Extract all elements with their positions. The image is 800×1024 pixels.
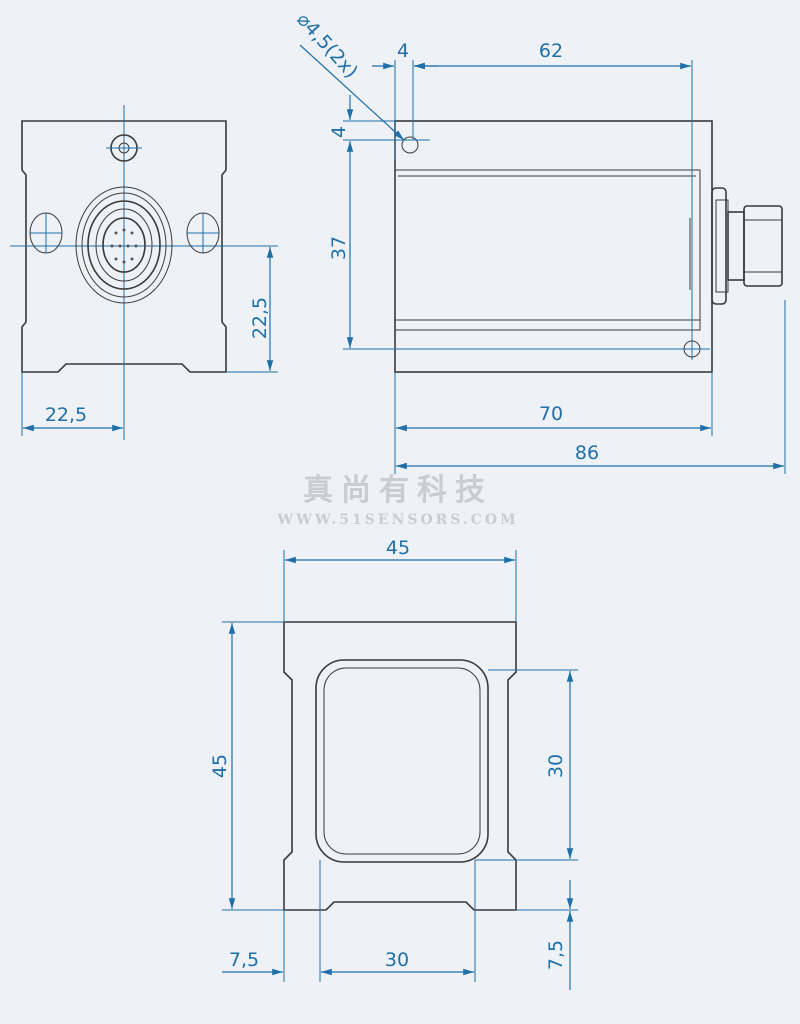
side-view: ⌀4,5(2x) 4 62 4 37 70 86 bbox=[292, 9, 786, 474]
side-dim-total-length: 86 bbox=[575, 442, 599, 464]
side-dim-hole-spacing: 62 bbox=[539, 40, 563, 62]
hole-callout: ⌀4,5(2x) bbox=[292, 9, 362, 83]
bottom-dim-height: 45 bbox=[209, 754, 231, 778]
bottom-dim-window-height: 30 bbox=[545, 754, 567, 778]
bottom-dim-window-offset-x: 7,5 bbox=[229, 949, 259, 971]
watermark: 真尚有科技 WWW.51SENSORS.COM bbox=[276, 473, 518, 528]
front-dim-height: 22,5 bbox=[249, 297, 271, 339]
bottom-dim-window-width: 30 bbox=[385, 949, 409, 971]
connector bbox=[711, 187, 783, 305]
front-view: 22,5 22,5 bbox=[10, 105, 278, 440]
bottom-dim-width: 45 bbox=[386, 537, 410, 559]
bottom-view: 45 45 30 7,5 7,5 30 bbox=[209, 537, 578, 990]
side-dim-hole-offset-x: 4 bbox=[397, 40, 409, 62]
side-dim-hole-offset-y: 4 bbox=[328, 126, 350, 138]
watermark-url: WWW.51SENSORS.COM bbox=[276, 512, 518, 528]
bottom-dim-window-offset-y: 7,5 bbox=[545, 940, 567, 970]
side-dim-hole-spacing-y: 37 bbox=[328, 236, 350, 260]
watermark-title: 真尚有科技 bbox=[303, 473, 493, 508]
front-dim-width: 22,5 bbox=[45, 404, 87, 426]
side-dim-body-length: 70 bbox=[539, 403, 563, 425]
